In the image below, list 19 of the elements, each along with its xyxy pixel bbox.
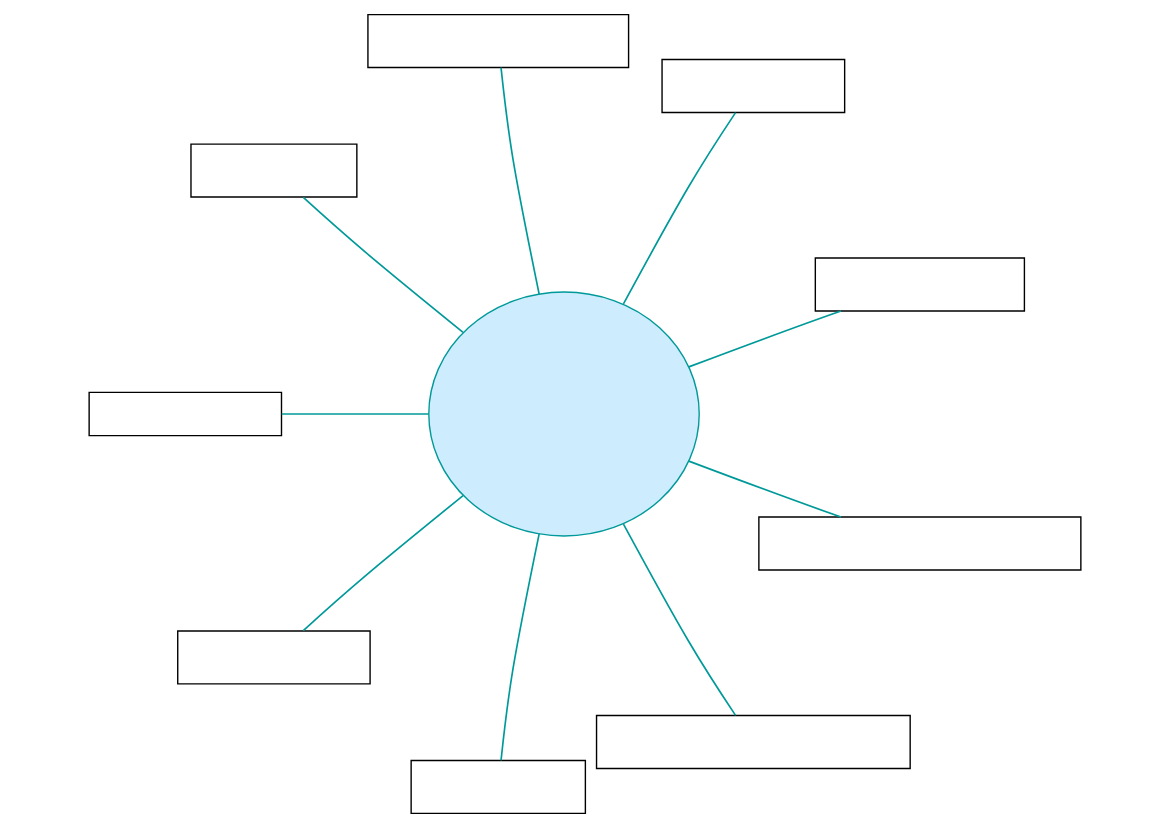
connector xyxy=(687,459,842,518)
node-box xyxy=(176,629,371,685)
connector xyxy=(622,111,736,305)
connector xyxy=(499,66,540,295)
connector xyxy=(622,522,736,716)
connector xyxy=(280,412,429,415)
node-box xyxy=(87,391,282,436)
node-box xyxy=(189,142,358,198)
connector xyxy=(687,309,842,368)
connector xyxy=(302,494,464,631)
node-box xyxy=(595,714,911,769)
node-box xyxy=(757,515,1082,571)
node-box xyxy=(814,256,1025,312)
connector xyxy=(499,532,540,761)
node-ellipse xyxy=(427,290,700,537)
node-box xyxy=(660,58,845,113)
node-box xyxy=(366,13,629,68)
connector xyxy=(302,196,464,333)
node-box xyxy=(409,759,586,814)
